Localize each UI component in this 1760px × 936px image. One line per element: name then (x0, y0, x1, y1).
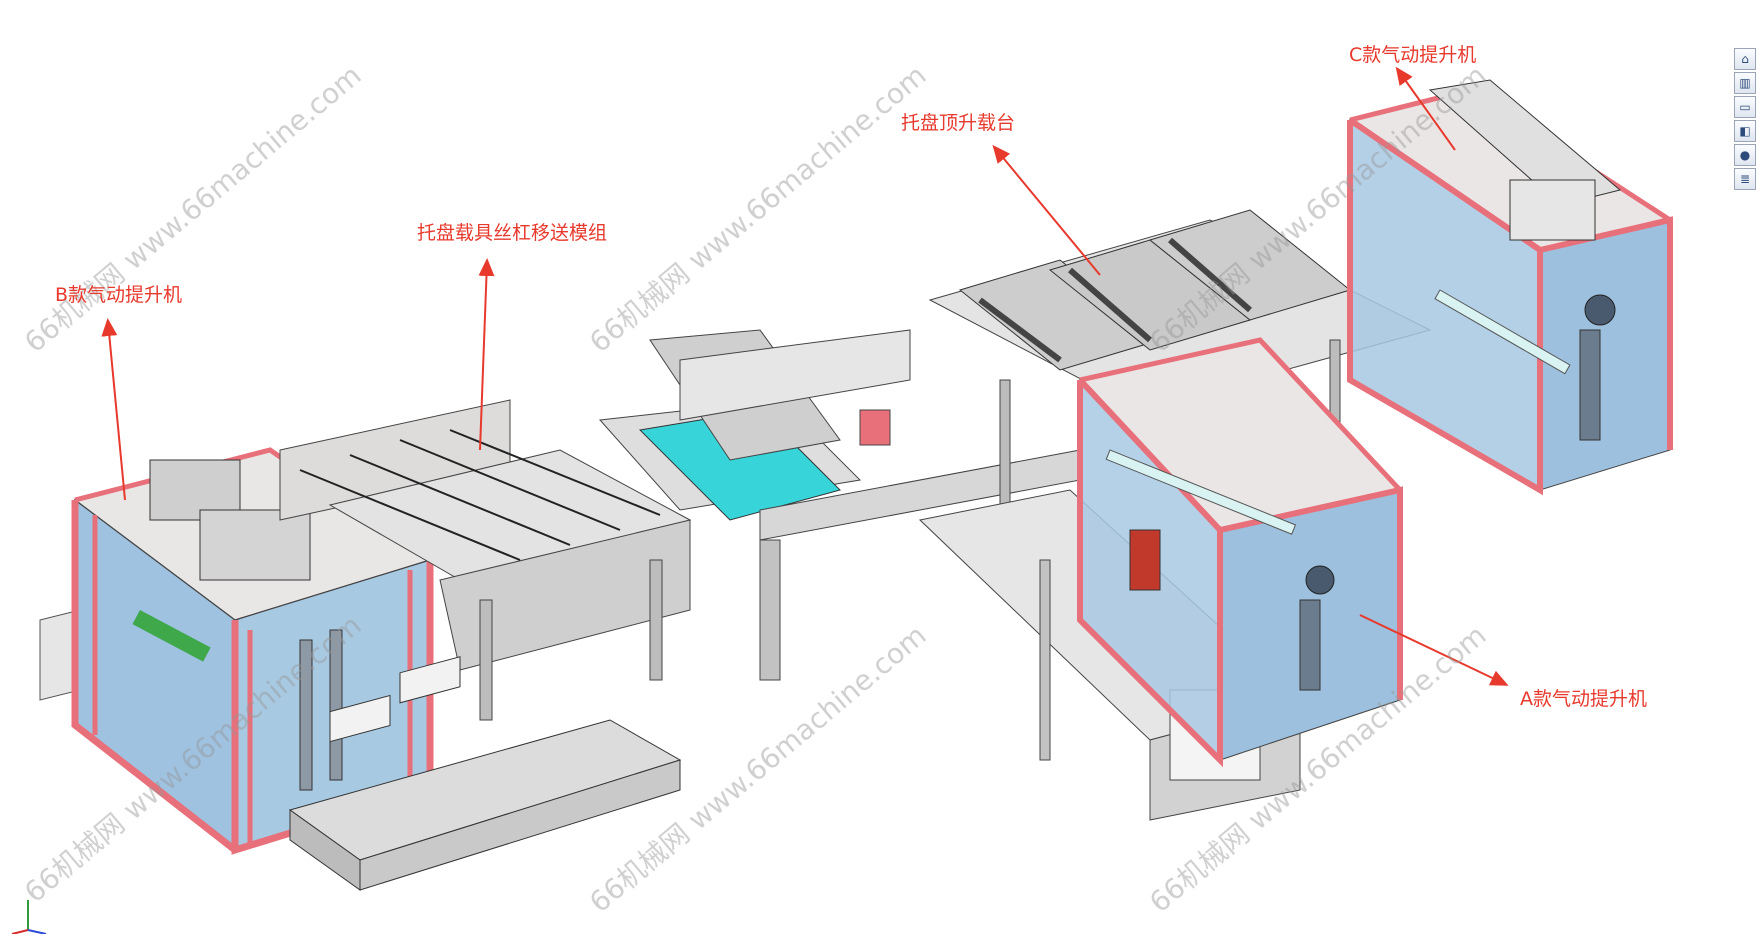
center-conveyor (598, 329, 1081, 681)
tray-lift-stations (928, 209, 1432, 531)
a-lift-machine (1077, 337, 1403, 768)
label-a-lift: A款气动提升机 (1520, 688, 1647, 710)
c-lift-machine (1347, 79, 1673, 496)
label-b-lift: B款气动提升机 (55, 284, 183, 306)
color-wheel-icon[interactable]: ● (1734, 144, 1756, 166)
arrow-b-lift (101, 318, 126, 501)
folder-icon[interactable]: ▭ (1734, 96, 1756, 118)
arrow-tray-lift (992, 144, 1101, 276)
coordinate-triad-icon (11, 900, 47, 934)
label-tray-lift: 托盘顶升载台 (901, 112, 1016, 134)
label-screw-module: 托盘载具丝杠移送模组 (417, 222, 608, 244)
annotation-arrows (101, 66, 1509, 686)
transfer-cart (288, 656, 682, 891)
label-c-lift: C款气动提升机 (1349, 44, 1477, 66)
parts-icon[interactable]: ▥ (1734, 72, 1756, 94)
appearance-icon[interactable]: ◧ (1734, 120, 1756, 142)
view-toolbar: ⌂ ▥ ▭ ◧ ● ≣ (1734, 48, 1758, 192)
arrow-a-lift (1359, 614, 1509, 686)
screw-transfer-module (279, 399, 692, 721)
home-icon[interactable]: ⌂ (1734, 48, 1756, 70)
arrow-c-lift (1395, 66, 1456, 151)
arrow-screw-module (478, 258, 495, 451)
list-icon[interactable]: ≣ (1734, 168, 1756, 190)
